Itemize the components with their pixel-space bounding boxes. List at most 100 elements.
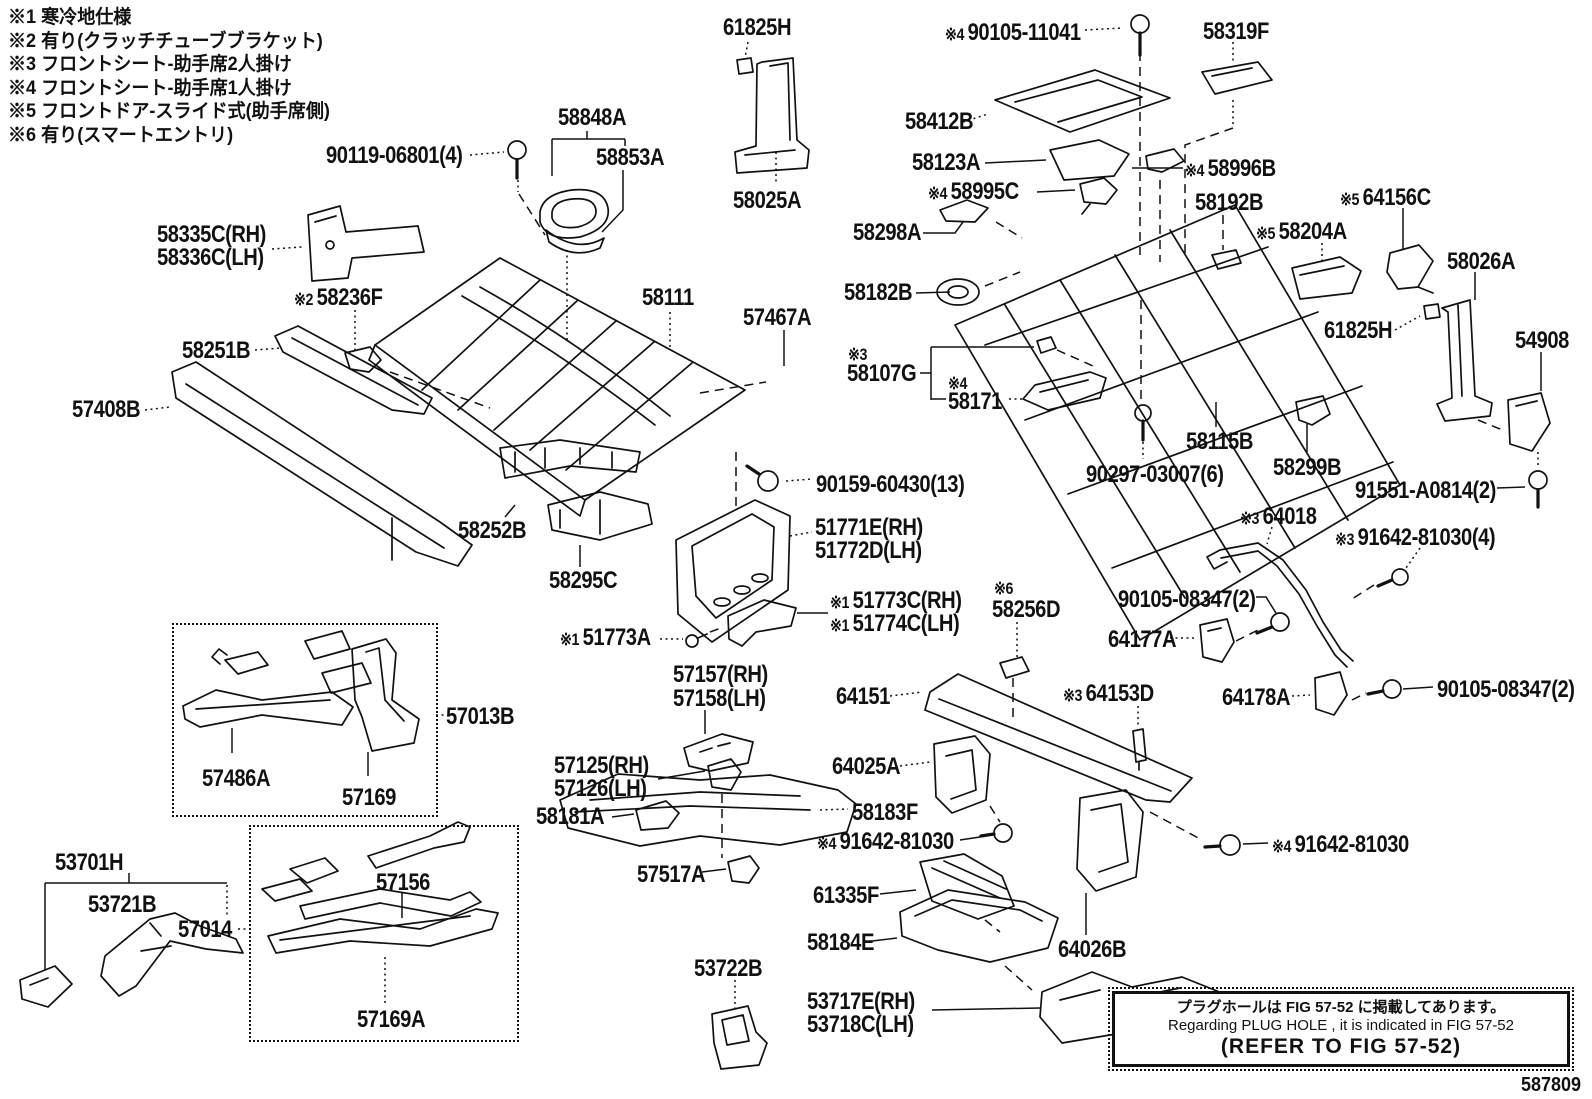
part-label-57169A: 57169A — [357, 1006, 426, 1033]
footnote-line: ※6 有り(スマートエントリ) — [8, 124, 234, 146]
plug-hole-note-box: プラグホールは FIG 57-52 に掲載してあります。 Regarding P… — [1108, 987, 1574, 1071]
part-57408B-crossmember — [172, 362, 472, 566]
part-label-64178A: 64178A — [1222, 684, 1291, 711]
part-label-58319F: 58319F — [1203, 18, 1269, 45]
part-label-64026B: 64026B — [1058, 936, 1127, 963]
part-label-58107G: 58107G — [847, 360, 917, 387]
plug-note-refer: (REFER TO FIG 57-52) — [1220, 1035, 1462, 1058]
part-64018-bar — [1200, 543, 1408, 715]
part-51771E-step — [676, 466, 790, 642]
part-label-9164281030: ※4 91642-81030 — [1272, 831, 1409, 858]
part-label-57169: 57169 — [342, 784, 396, 811]
part-53722B-bracket — [712, 1006, 767, 1069]
variant-ref-mark: ※3 — [1240, 509, 1263, 528]
variant-ref-mark: ※1 — [830, 616, 853, 635]
part-label-51772DLH: 51772D(LH) — [815, 537, 922, 564]
part-label-53701H: 53701H — [55, 849, 124, 876]
leader-lines-solid — [45, 131, 1541, 1010]
part-label-57013B: 57013B — [446, 703, 515, 730]
part-label-64151: 64151 — [836, 683, 890, 710]
part-58026A-pillar — [1424, 300, 1492, 421]
variant-ref-mark: ※1 — [830, 593, 853, 612]
part-label-58336CLH: 58336C(LH) — [157, 244, 264, 271]
variant-ref-mark: ※3 — [1335, 530, 1358, 549]
part-label-58295C: 58295C — [549, 567, 618, 594]
part-label-90105083472: 90105-08347(2) — [1437, 676, 1575, 703]
footnote-line: ※3 フロントシート-助手席2人掛け — [8, 54, 292, 75]
part-label-58204A: ※5 58204A — [1256, 218, 1347, 245]
part-58111-center-floor-pan — [369, 258, 745, 516]
part-label-53721B: 53721B — [88, 891, 157, 918]
part-64025A-64026B-brackets — [934, 736, 1240, 891]
group-box-57013B — [172, 623, 438, 817]
footnote-line: ※4 フロントシート-助手席1人掛け — [8, 77, 292, 99]
part-label-58183F: 58183F — [852, 799, 918, 826]
part-label-51773A: ※1 51773A — [560, 624, 651, 651]
part-label-58299B: 58299B — [1273, 454, 1342, 481]
variant-ref-mark: ※4 — [928, 184, 951, 203]
part-label-58236F: ※2 58236F — [294, 284, 383, 311]
part-label-58853A: 58853A — [596, 144, 665, 171]
part-58184E-61335F — [900, 854, 1058, 962]
figure-number: 587809 — [1521, 1074, 1582, 1096]
part-label-61825H: 61825H — [1324, 317, 1393, 344]
part-label-58412B: 58412B — [905, 108, 974, 135]
part-label-58111: 58111 — [642, 284, 694, 311]
part-label-58115B: 58115B — [1186, 428, 1253, 455]
part-label-57014: 57014 — [178, 916, 232, 943]
variant-ref-mark: ※5 — [1340, 190, 1363, 209]
leader-lines-dotted — [145, 28, 1538, 1010]
part-label-64153D: ※3 64153D — [1063, 680, 1154, 707]
part-label-90297030076: 90297-03007(6) — [1086, 461, 1224, 488]
variant-ref-mark: ※5 — [1256, 224, 1279, 243]
variant-ref-mark: ※2 — [294, 290, 317, 309]
footnote-legend: ※1 寒冷地仕様※2 有り(クラッチチューブブラケット)※3 フロントシート-助… — [8, 6, 347, 147]
footnote-line: ※1 寒冷地仕様 — [8, 7, 132, 28]
part-label-58181A: 58181A — [536, 803, 605, 830]
part-label-53718CLH: 53718C(LH) — [807, 1011, 914, 1038]
part-label-58123A: 58123A — [912, 149, 981, 176]
part-label-91642810304: ※3 91642-81030(4) — [1335, 524, 1496, 551]
plug-note-japanese: プラグホールは FIG 57-52 に掲載してあります。 — [1176, 999, 1506, 1016]
part-51773-brackets — [684, 600, 796, 771]
part-label-51773CRH: ※1 51773C(RH) — [830, 587, 962, 614]
part-label-64177A: 64177A — [1108, 626, 1177, 653]
part-label-57126LH: 57126(LH) — [554, 775, 647, 802]
part-58848A-seat-support — [540, 190, 608, 253]
plug-note-english: Regarding PLUG HOLE , it is indicated in… — [1168, 1017, 1514, 1034]
part-label-64156C: ※5 64156C — [1340, 184, 1431, 211]
part-label-57157RH: 57157(RH) — [673, 661, 768, 688]
part-label-58025A: 58025A — [733, 187, 802, 214]
part-58183F-sill — [560, 759, 856, 883]
part-58115B-rear-floor-pan — [955, 205, 1400, 640]
footnote-line: ※5 フロントドア-スライド式(助手席側) — [8, 101, 330, 122]
part-58171-reinforcement — [1023, 372, 1106, 410]
part-58252B-58295C-brackets — [500, 440, 652, 540]
part-label-54908: 54908 — [1515, 327, 1569, 354]
part-label-58848A: 58848A — [558, 104, 627, 131]
part-label-57408B: 57408B — [72, 396, 141, 423]
part-label-58256D: 58256D — [992, 596, 1061, 623]
part-label-64025A: 64025A — [832, 753, 901, 780]
part-label-61825H: 61825H — [723, 14, 792, 41]
variant-ref-mark: ※4 — [1185, 161, 1208, 180]
part-58025A-pillar — [735, 58, 809, 173]
part-label-58252B: 58252B — [458, 517, 527, 544]
part-label-57158LH: 57158(LH) — [673, 685, 766, 712]
parts-box-57014-contents — [262, 822, 498, 953]
part-label-57125RH: 57125(RH) — [554, 752, 649, 779]
part-58299B-bracket — [1135, 396, 1330, 440]
part-58412B-reinforcement — [995, 70, 1170, 132]
part-label-51774CLH: ※1 51774C(LH) — [830, 610, 960, 637]
variant-ref-mark: ※4 — [1272, 837, 1295, 856]
part-label-58171: 58171 — [948, 388, 1002, 415]
part-53721B-bracket — [20, 913, 243, 1007]
fasteners-top — [508, 15, 1272, 178]
part-label-58298A: 58298A — [853, 219, 922, 246]
part-label-58182B: 58182B — [844, 279, 913, 306]
variant-ref-mark: ※1 — [560, 630, 583, 649]
group-box-57014 — [249, 825, 519, 1042]
variant-ref-mark: ※4 — [817, 834, 840, 853]
part-label-6: ※6 — [994, 579, 1014, 598]
